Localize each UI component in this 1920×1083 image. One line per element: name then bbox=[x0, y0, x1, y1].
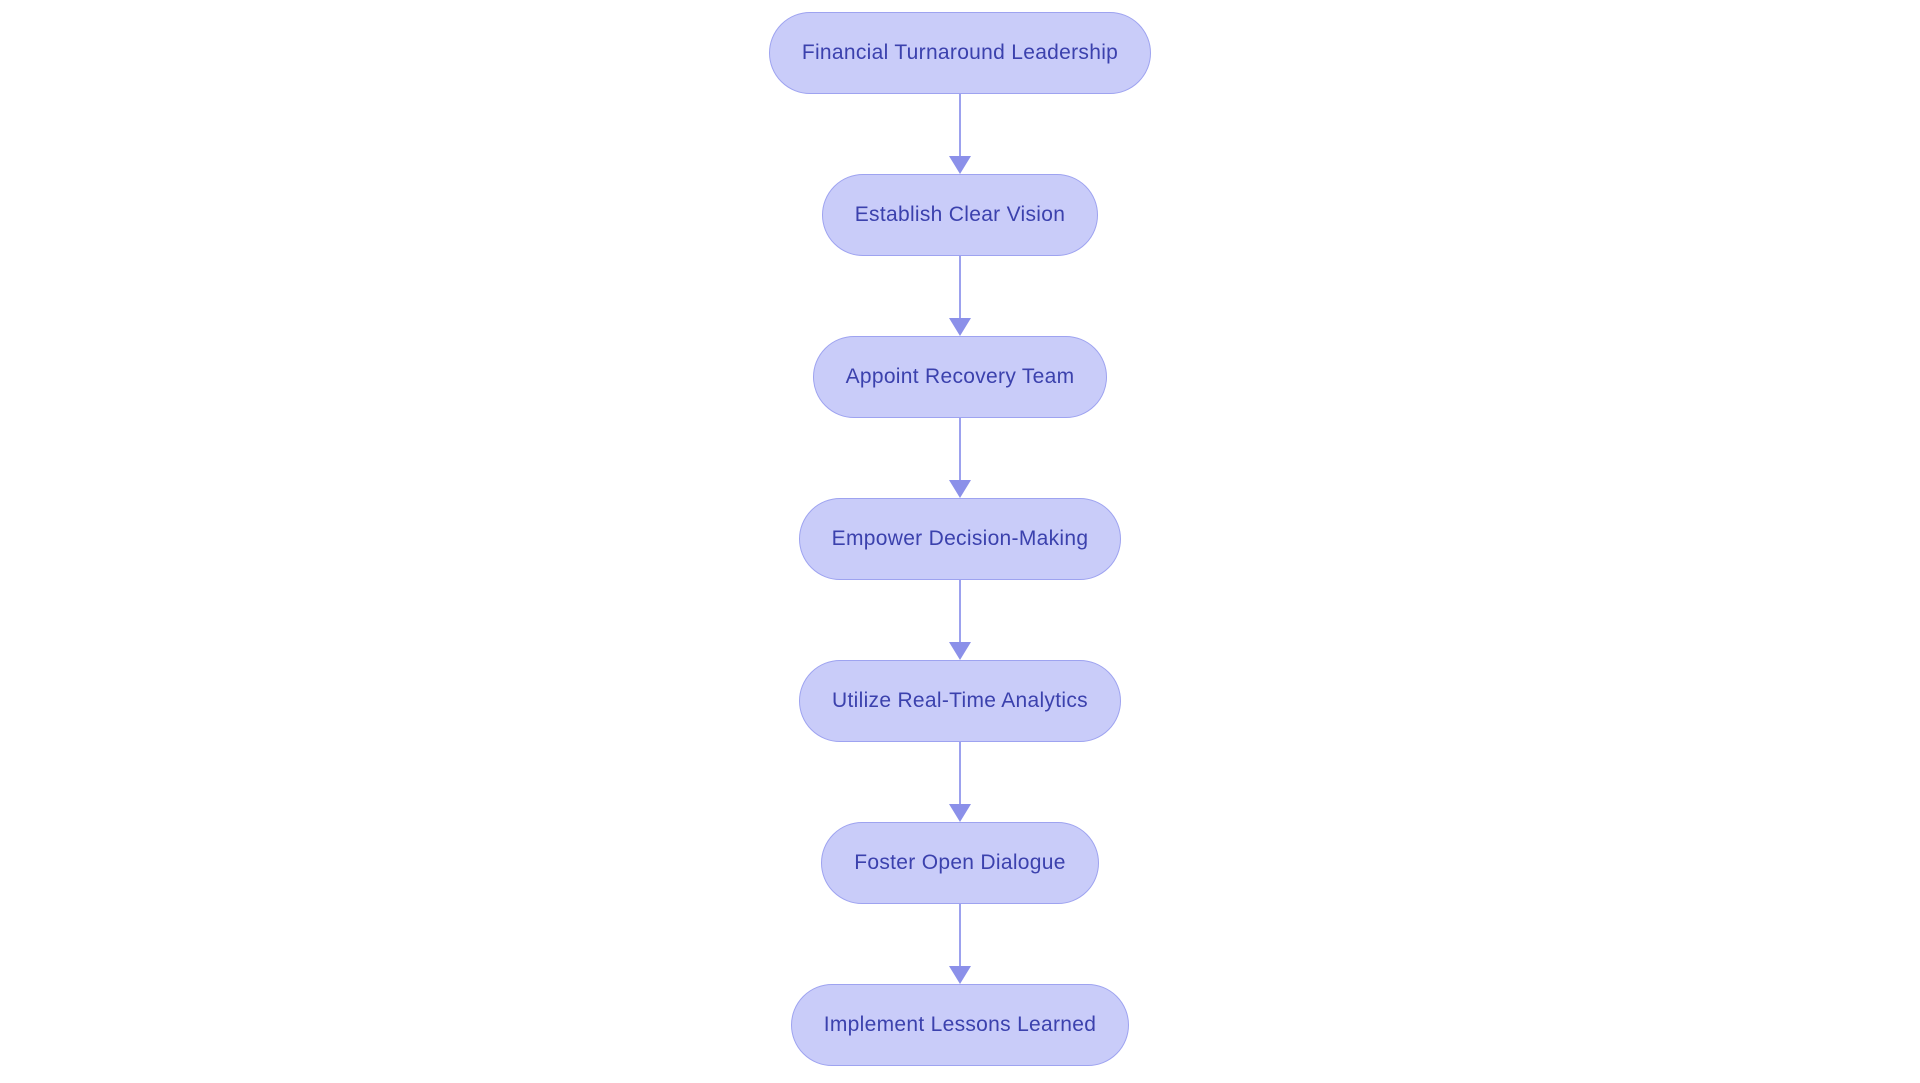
flow-arrow-3 bbox=[949, 418, 971, 498]
arrowhead-down-icon bbox=[949, 480, 971, 498]
flow-arrow-1 bbox=[949, 94, 971, 174]
arrow-line bbox=[959, 580, 961, 643]
flow-node-label: Appoint Recovery Team bbox=[845, 365, 1075, 388]
arrow-line bbox=[959, 742, 961, 805]
flow-arrow-5 bbox=[949, 742, 971, 822]
arrow-line bbox=[959, 94, 961, 157]
flow-node-foster-open-dialogue: Foster Open Dialogue bbox=[821, 822, 1099, 904]
flow-arrow-6 bbox=[949, 904, 971, 984]
arrowhead-down-icon bbox=[949, 642, 971, 660]
flow-node-label: Foster Open Dialogue bbox=[854, 851, 1066, 874]
flow-node-empower-decision-making: Empower Decision-Making bbox=[798, 498, 1122, 580]
arrow-line bbox=[959, 256, 961, 319]
arrow-line bbox=[959, 904, 961, 967]
arrowhead-down-icon bbox=[949, 966, 971, 984]
arrowhead-down-icon bbox=[949, 804, 971, 822]
flow-arrow-2 bbox=[949, 256, 971, 336]
flow-node-utilize-real-time-analytics: Utilize Real-Time Analytics bbox=[799, 660, 1121, 742]
flow-arrow-4 bbox=[949, 580, 971, 660]
arrowhead-down-icon bbox=[949, 318, 971, 336]
arrow-line bbox=[959, 418, 961, 481]
flow-node-implement-lessons-learned: Implement Lessons Learned bbox=[790, 984, 1130, 1066]
flowchart: Financial Turnaround Leadership Establis… bbox=[0, 12, 1920, 1066]
flow-node-label: Financial Turnaround Leadership bbox=[801, 41, 1119, 64]
flow-node-establish-clear-vision: Establish Clear Vision bbox=[821, 174, 1099, 256]
flow-node-appoint-recovery-team: Appoint Recovery Team bbox=[812, 336, 1108, 418]
flow-node-label: Utilize Real-Time Analytics bbox=[832, 689, 1088, 712]
flow-node-label: Empower Decision-Making bbox=[831, 527, 1089, 550]
arrowhead-down-icon bbox=[949, 156, 971, 174]
flow-node-label: Implement Lessons Learned bbox=[823, 1013, 1097, 1036]
flow-node-financial-turnaround-leadership: Financial Turnaround Leadership bbox=[768, 12, 1152, 94]
flow-node-label: Establish Clear Vision bbox=[854, 203, 1066, 226]
